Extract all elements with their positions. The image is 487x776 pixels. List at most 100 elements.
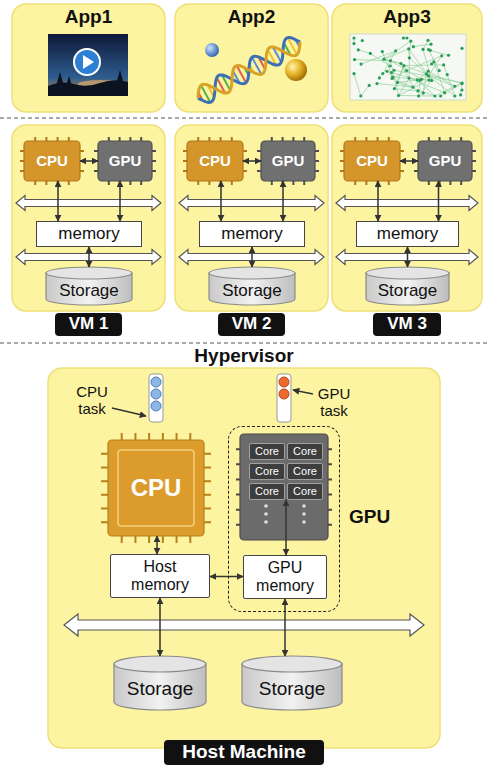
host-machine-box: Host MachineCPUGPUCoreCoreCoreCoreCoreCo… [48, 368, 440, 748]
connector-arrow [284, 599, 286, 656]
graph-point [393, 87, 396, 90]
graph-point [378, 76, 381, 79]
graph-link [398, 95, 434, 97]
graph-point [353, 58, 356, 61]
graph-link [384, 59, 401, 63]
graph-point [402, 36, 405, 39]
graph-point [442, 63, 445, 66]
gpu-chip: GPU [418, 141, 472, 181]
graph-point [392, 69, 395, 72]
storage-cylinder: Storage [366, 267, 449, 305]
graph-point [417, 94, 420, 97]
ellipsis-dot [264, 504, 268, 508]
graph-link [397, 80, 417, 83]
graph-link [430, 50, 448, 55]
memory-box: memory [36, 221, 142, 247]
node-label: Core [255, 465, 279, 477]
virtual-machine-box: VM 3CPUGPUmemoryStorage [332, 125, 482, 311]
graph-point [397, 94, 400, 97]
chip-symbol [236, 434, 332, 540]
connector-arrow [400, 160, 418, 162]
node-label: Storage [127, 679, 194, 700]
connector-arrow [243, 160, 261, 162]
graph-link [384, 59, 401, 63]
host-panel [48, 368, 440, 748]
chip-symbol [257, 137, 319, 185]
dna-illustration [198, 38, 307, 103]
chip-body [240, 434, 328, 540]
graph-point [430, 62, 433, 65]
memory-box: memory [356, 221, 459, 247]
application-panel: App1 [12, 4, 165, 112]
name-badge: VM 3 [373, 313, 441, 336]
separator-line [0, 342, 487, 343]
node-label: GPU [429, 153, 462, 170]
graph-link [361, 85, 369, 96]
graph-point [460, 82, 463, 85]
node-label: GPU [109, 153, 142, 170]
play-icon [83, 55, 94, 69]
cylinder-top [209, 267, 295, 279]
gpu-core: Core [249, 443, 285, 460]
node-label: memory [377, 225, 438, 244]
connector-arrow [159, 598, 161, 656]
cylinder-top [242, 656, 342, 672]
graph-link [428, 76, 454, 86]
task-label: GPU task [306, 386, 362, 419]
node-label: memory [58, 225, 119, 244]
graph-point [394, 49, 397, 52]
graph-point [405, 36, 408, 39]
ellipsis-dot [264, 520, 268, 524]
graph-link [383, 51, 396, 74]
graph-point [407, 76, 410, 79]
graph-link [429, 50, 440, 71]
graph-point [352, 72, 355, 75]
memory-box: memory [199, 221, 305, 247]
gpu-region: GPUCoreCoreCoreCoreCoreCoreGPU memory [228, 426, 340, 612]
graph-point [416, 89, 419, 92]
chip-symbol [183, 137, 247, 185]
graph-point [433, 94, 436, 97]
gpu-core: Core [249, 463, 285, 480]
graph-link [387, 71, 417, 80]
layer-label: Hypervisor [194, 346, 293, 367]
graph-point [352, 36, 355, 39]
graph-point [426, 39, 429, 42]
graph-point [389, 59, 392, 62]
heading-label: App1 [12, 7, 165, 28]
task-queue [277, 374, 291, 422]
graph-point [375, 82, 378, 85]
storage-symbol [114, 656, 206, 710]
node-label: Core [293, 465, 317, 477]
connector-arrow [285, 500, 287, 555]
connector-arrow [210, 576, 243, 578]
heading-label: App3 [332, 7, 482, 28]
chip-body [98, 141, 152, 181]
graph-frame [350, 34, 466, 100]
graph-point [422, 91, 425, 94]
graph-point [427, 78, 430, 81]
graph-point [460, 88, 463, 91]
molecule-sphere [285, 59, 307, 81]
chip-inner [118, 450, 194, 526]
application-panel: App3 [332, 4, 482, 112]
graph-link [394, 66, 404, 89]
graph-point [359, 94, 362, 97]
bus-arrow [336, 196, 478, 211]
connector-arrow [220, 181, 222, 221]
graph-point [388, 64, 391, 67]
bus-arrow [179, 196, 324, 211]
name-badge: VM 2 [218, 313, 286, 336]
graph-point [352, 42, 355, 45]
graph-point [369, 52, 372, 55]
connector-arrow [156, 536, 158, 554]
chip-body [344, 141, 400, 181]
storage-symbol [209, 267, 295, 305]
graph-link [426, 74, 462, 83]
virtual-machine-box: VM 2CPUGPUmemoryStorage [175, 125, 328, 311]
heading-label: GPU [349, 507, 390, 528]
ellipsis-dot [302, 512, 306, 516]
graph-point [438, 69, 441, 72]
